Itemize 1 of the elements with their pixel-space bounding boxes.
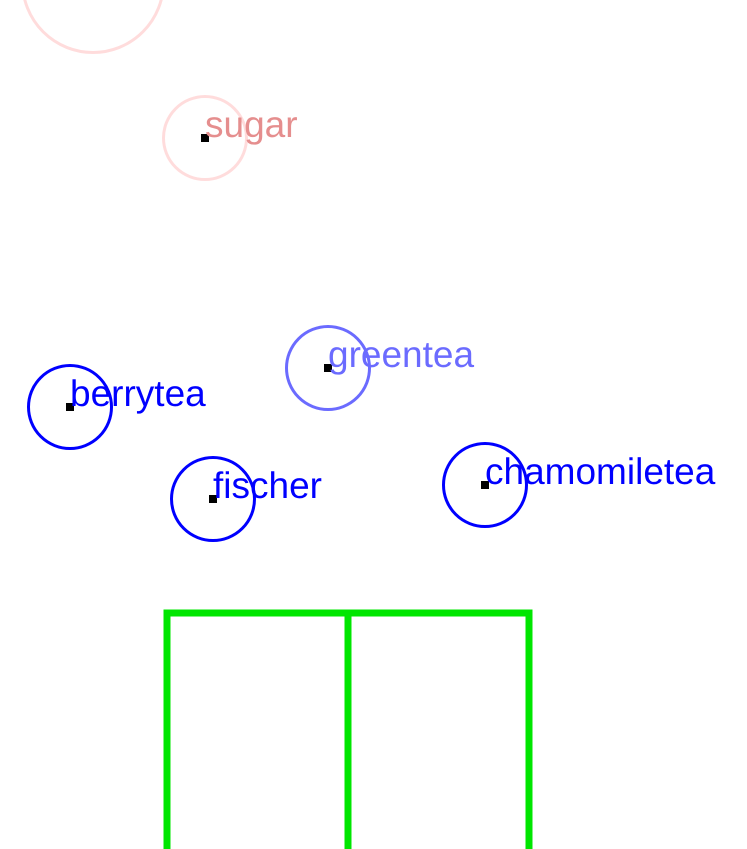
node-label: sugar [205, 106, 298, 143]
